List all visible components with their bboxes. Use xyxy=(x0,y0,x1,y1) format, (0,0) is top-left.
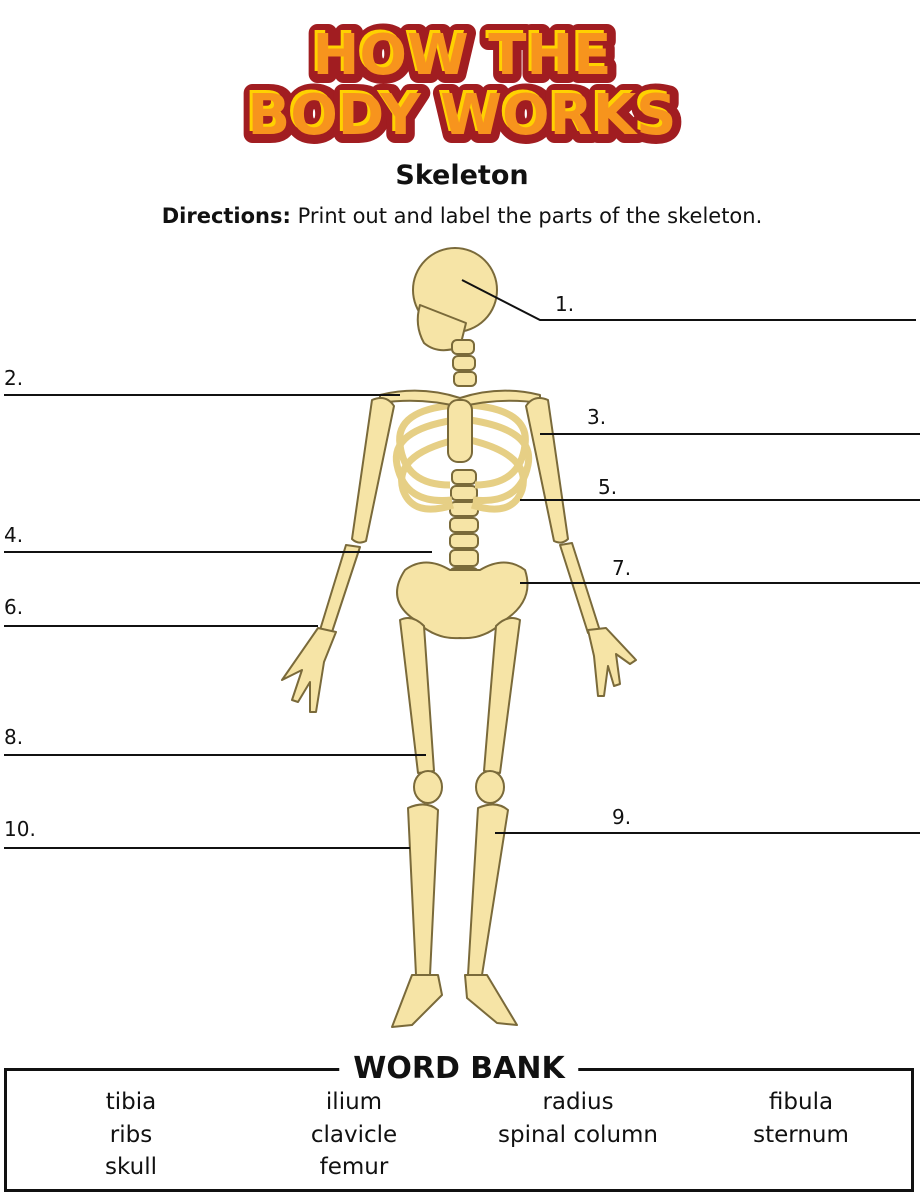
how-the-body-works-logo: HOW THE BODY WORKS HOW THE BODY WORKS HO… xyxy=(239,14,686,150)
sternum xyxy=(447,399,473,463)
label-number-3: 3. xyxy=(587,405,607,429)
word: ilium xyxy=(325,1089,383,1115)
word: ribs xyxy=(109,1122,153,1148)
svg-text:HOW THE: HOW THE xyxy=(312,23,611,88)
radius-left xyxy=(319,544,361,633)
svg-text:BODY WORKS: BODY WORKS xyxy=(248,83,677,148)
svg-text:BODY WORKS: BODY WORKS xyxy=(248,83,677,148)
word-bank-title: WORD BANK xyxy=(339,1051,579,1086)
word: femur xyxy=(319,1154,389,1180)
label-number-10: 10. xyxy=(4,817,36,841)
ribs xyxy=(392,401,533,513)
word: tibia xyxy=(105,1089,157,1115)
word: clavicle xyxy=(310,1122,398,1148)
word: skull xyxy=(105,1154,157,1180)
label-number-4: 4. xyxy=(4,523,24,547)
worksheet-title: Skeleton xyxy=(395,160,529,191)
label-number-9: 9. xyxy=(612,805,632,829)
word-bank: WORD BANK tibia ilium radius fibula ribs… xyxy=(4,1051,914,1192)
tibia-left xyxy=(407,803,439,976)
label-number-5: 5. xyxy=(598,475,618,499)
foot-right xyxy=(464,974,518,1026)
humerus-right xyxy=(525,397,569,544)
hand-right xyxy=(587,627,637,697)
label-number-8: 8. xyxy=(4,725,24,749)
word: radius xyxy=(542,1089,614,1115)
tibia-right xyxy=(467,803,509,976)
svg-text:BODY WORKS: BODY WORKS xyxy=(245,80,674,145)
directions-text: Print out and label the parts of the ske… xyxy=(290,204,763,228)
label-lines xyxy=(4,279,920,849)
word: fibula xyxy=(768,1089,834,1115)
label-number-2: 2. xyxy=(4,366,24,390)
label-number-1: 1. xyxy=(555,292,575,316)
humerus-left xyxy=(351,397,395,544)
svg-text:HOW THE: HOW THE xyxy=(309,20,608,85)
label-number-6: 6. xyxy=(4,595,24,619)
skeleton-diagram xyxy=(4,247,920,1028)
femur-left xyxy=(399,617,435,774)
radius-right xyxy=(559,542,601,634)
label-number-7: 7. xyxy=(612,556,632,580)
directions: Directions: Print out and label the part… xyxy=(0,204,924,228)
femur-right xyxy=(483,617,521,774)
directions-label: Directions: xyxy=(161,204,291,228)
svg-text:HOW THE: HOW THE xyxy=(312,23,611,88)
word: spinal column xyxy=(497,1122,659,1148)
foot-left xyxy=(391,974,443,1028)
word: sternum xyxy=(753,1122,849,1148)
hand-left xyxy=(281,627,337,713)
